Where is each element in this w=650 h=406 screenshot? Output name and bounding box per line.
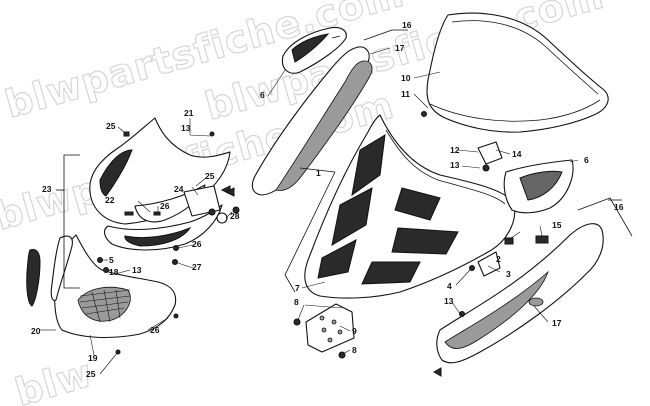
callout-26-top: 26: [160, 201, 170, 211]
callout-15: 15: [552, 220, 562, 230]
front-bumper-right: [436, 223, 604, 364]
callout-13-left-top: 13: [181, 123, 191, 133]
lower-front-bumper: [26, 234, 177, 338]
callout-26-bottom: 26: [150, 325, 160, 335]
callout-16-right: 16: [614, 202, 624, 212]
hardware-right: [421, 111, 549, 317]
callout-12: 12: [450, 145, 460, 155]
watermark-line-4: blw: [10, 351, 97, 406]
callout-13-left-bottom: 13: [132, 265, 142, 275]
callout-4: 4: [447, 281, 452, 291]
leader-lines: [40, 47, 579, 375]
callout-7: 7: [295, 283, 300, 293]
callout-13-right-bottom: 13: [444, 296, 454, 306]
callout-22: 22: [105, 195, 115, 205]
nose-lower-frame: [103, 185, 228, 251]
callout-20: 20: [31, 326, 41, 336]
callout-28: 28: [230, 211, 240, 221]
callout-19: 19: [88, 353, 98, 363]
callout-9: 9: [352, 326, 357, 336]
callout-6-right: 6: [584, 155, 589, 165]
callout-24: 24: [174, 184, 184, 194]
callout-21: 21: [184, 108, 194, 118]
callout-5: 5: [109, 255, 114, 265]
windshield: [426, 12, 609, 133]
callout-23: 23: [42, 184, 52, 194]
hood: [304, 114, 516, 299]
callout-18: 18: [109, 267, 119, 277]
side-trim-right: [503, 159, 574, 214]
callout-13-right-top: 13: [450, 160, 460, 170]
callout-2: 2: [496, 254, 501, 264]
callout-25-top: 25: [106, 121, 116, 131]
callout-25-bottom: 25: [86, 369, 96, 379]
callout-6-left: 6: [260, 90, 265, 100]
callout-8-top: 8: [294, 297, 299, 307]
callout-3: 3: [506, 269, 511, 279]
side-trim-left: [251, 26, 373, 196]
callout-labels: 1 2 3 4 5 6 6 7 8 8 9 10 11 12 13 13 13 …: [31, 20, 624, 379]
callout-16-top: 16: [402, 20, 412, 30]
callout-1: 1: [316, 168, 321, 178]
callout-10: 10: [401, 73, 411, 83]
callout-27: 27: [192, 262, 202, 272]
callout-25-middle: 25: [205, 171, 215, 181]
callout-11: 11: [401, 89, 410, 99]
arrow-left-group: [224, 187, 235, 197]
direction-arrows: [224, 187, 442, 377]
arrow-right-group: [432, 367, 442, 377]
hardware-left: [97, 131, 240, 355]
callout-17-top: 17: [395, 43, 405, 53]
group-brackets: [56, 29, 633, 293]
callout-17-bottom: 17: [552, 318, 562, 328]
callout-26-middle: 26: [192, 239, 202, 249]
callout-8-bottom: 8: [352, 345, 357, 355]
mounting-plate: [293, 303, 355, 359]
callout-14: 14: [512, 149, 522, 159]
